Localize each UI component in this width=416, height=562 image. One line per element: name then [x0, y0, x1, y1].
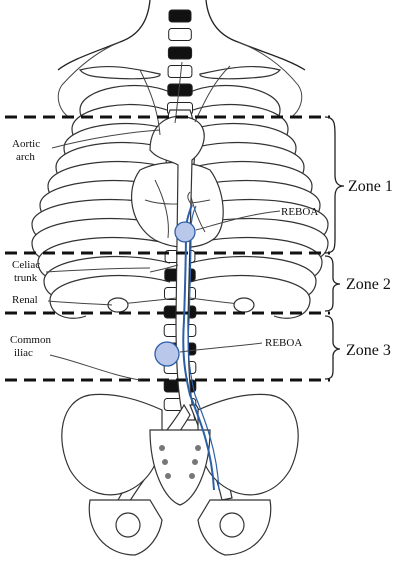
renal-label: Renal [12, 294, 38, 306]
zone2-brace [325, 256, 340, 311]
zone3-brace [325, 316, 340, 379]
reboa-balloon-lower [155, 342, 179, 366]
common-iliac-label: Common [10, 334, 51, 346]
celiac-trunk-label-line2: trunk [14, 272, 38, 284]
aortic-arch-label-line2: arch [16, 151, 35, 163]
reboa-lower-label: REBOA [265, 337, 302, 349]
vertebra [169, 29, 192, 41]
vertebra [168, 47, 191, 59]
vertebra [169, 10, 191, 22]
reboa-upper-label: REBOA [281, 206, 318, 218]
zone2-label: Zone 2 [346, 276, 391, 293]
zone3-label: Zone 3 [346, 342, 391, 359]
zone1-brace [325, 117, 344, 253]
reboa-balloon-upper [175, 222, 195, 242]
celiac-trunk-label: Celiac [12, 259, 40, 271]
aortic-arch-label: Aortic [12, 138, 40, 150]
zone1-label: Zone 1 [348, 178, 393, 195]
common-iliac-label-line2: iliac [14, 347, 33, 359]
vertebra [168, 84, 192, 96]
vertebra [168, 66, 192, 78]
